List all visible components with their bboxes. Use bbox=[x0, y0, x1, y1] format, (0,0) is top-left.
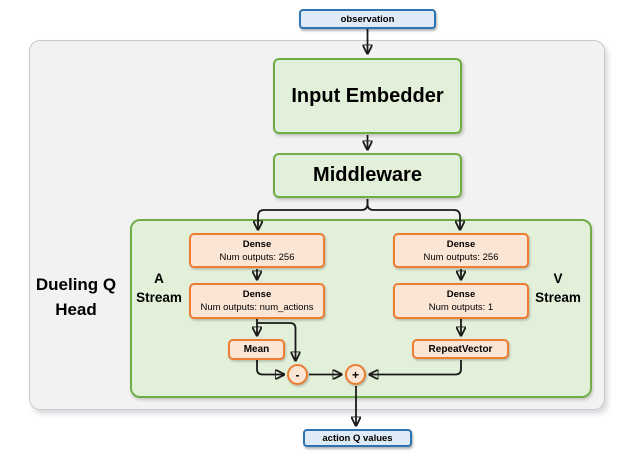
a-stream-dense-1-node: Dense Num outputs: 256 bbox=[189, 233, 325, 268]
dense-num-outputs: Num outputs: 1 bbox=[428, 302, 494, 313]
dense-title: Dense bbox=[446, 238, 476, 250]
v-stream-dense-1-node: Dense Num outputs: 256 bbox=[393, 233, 529, 268]
a-stream-dense-2-node: Dense Num outputs: num_actions bbox=[189, 283, 325, 319]
repeat-vector-node: RepeatVector bbox=[412, 339, 509, 359]
v-stream-dense-2-node: Dense Num outputs: 1 bbox=[393, 283, 529, 319]
dense-num-outputs: Num outputs: 256 bbox=[423, 251, 499, 263]
dense-num-outputs: Num outputs: 256 bbox=[219, 251, 295, 263]
input-embedder-node: Input Embedder bbox=[273, 58, 462, 134]
subtract-operator-node: - bbox=[287, 364, 308, 385]
dense-title: Dense bbox=[446, 289, 476, 300]
mean-node: Mean bbox=[228, 339, 285, 360]
dueling-q-head-label: Dueling Q Head bbox=[35, 275, 117, 319]
dense-title: Dense bbox=[242, 238, 272, 250]
observation-node: observation bbox=[299, 9, 436, 29]
dense-num-outputs: Num outputs: num_actions bbox=[200, 302, 314, 313]
add-operator-node: + bbox=[345, 364, 366, 385]
dense-title: Dense bbox=[242, 289, 272, 300]
middleware-node: Middleware bbox=[273, 153, 462, 198]
a-stream-label: A Stream bbox=[136, 271, 182, 305]
action-q-values-node: action Q values bbox=[303, 429, 412, 447]
v-stream-label: V Stream bbox=[535, 271, 581, 305]
